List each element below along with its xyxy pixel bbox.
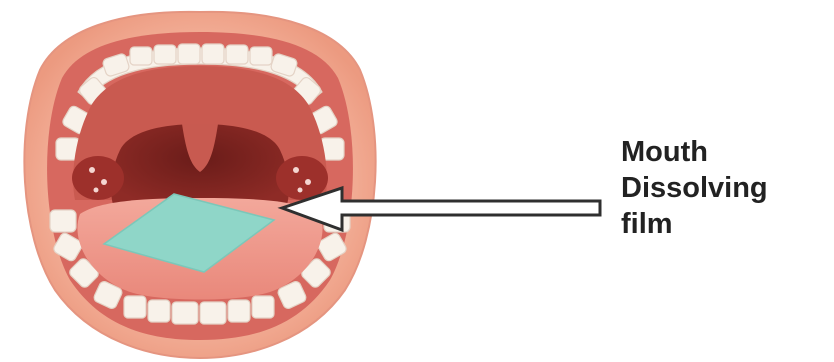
- label-line-1: Mouth: [621, 134, 834, 170]
- film-label: Mouth Dissolving film: [621, 134, 834, 242]
- label-line-2: Dissolving: [621, 170, 834, 206]
- tonsil-left: [72, 156, 124, 200]
- tonsil-right: [276, 156, 328, 200]
- label-line-3: film: [621, 206, 834, 242]
- arrow: [282, 188, 600, 230]
